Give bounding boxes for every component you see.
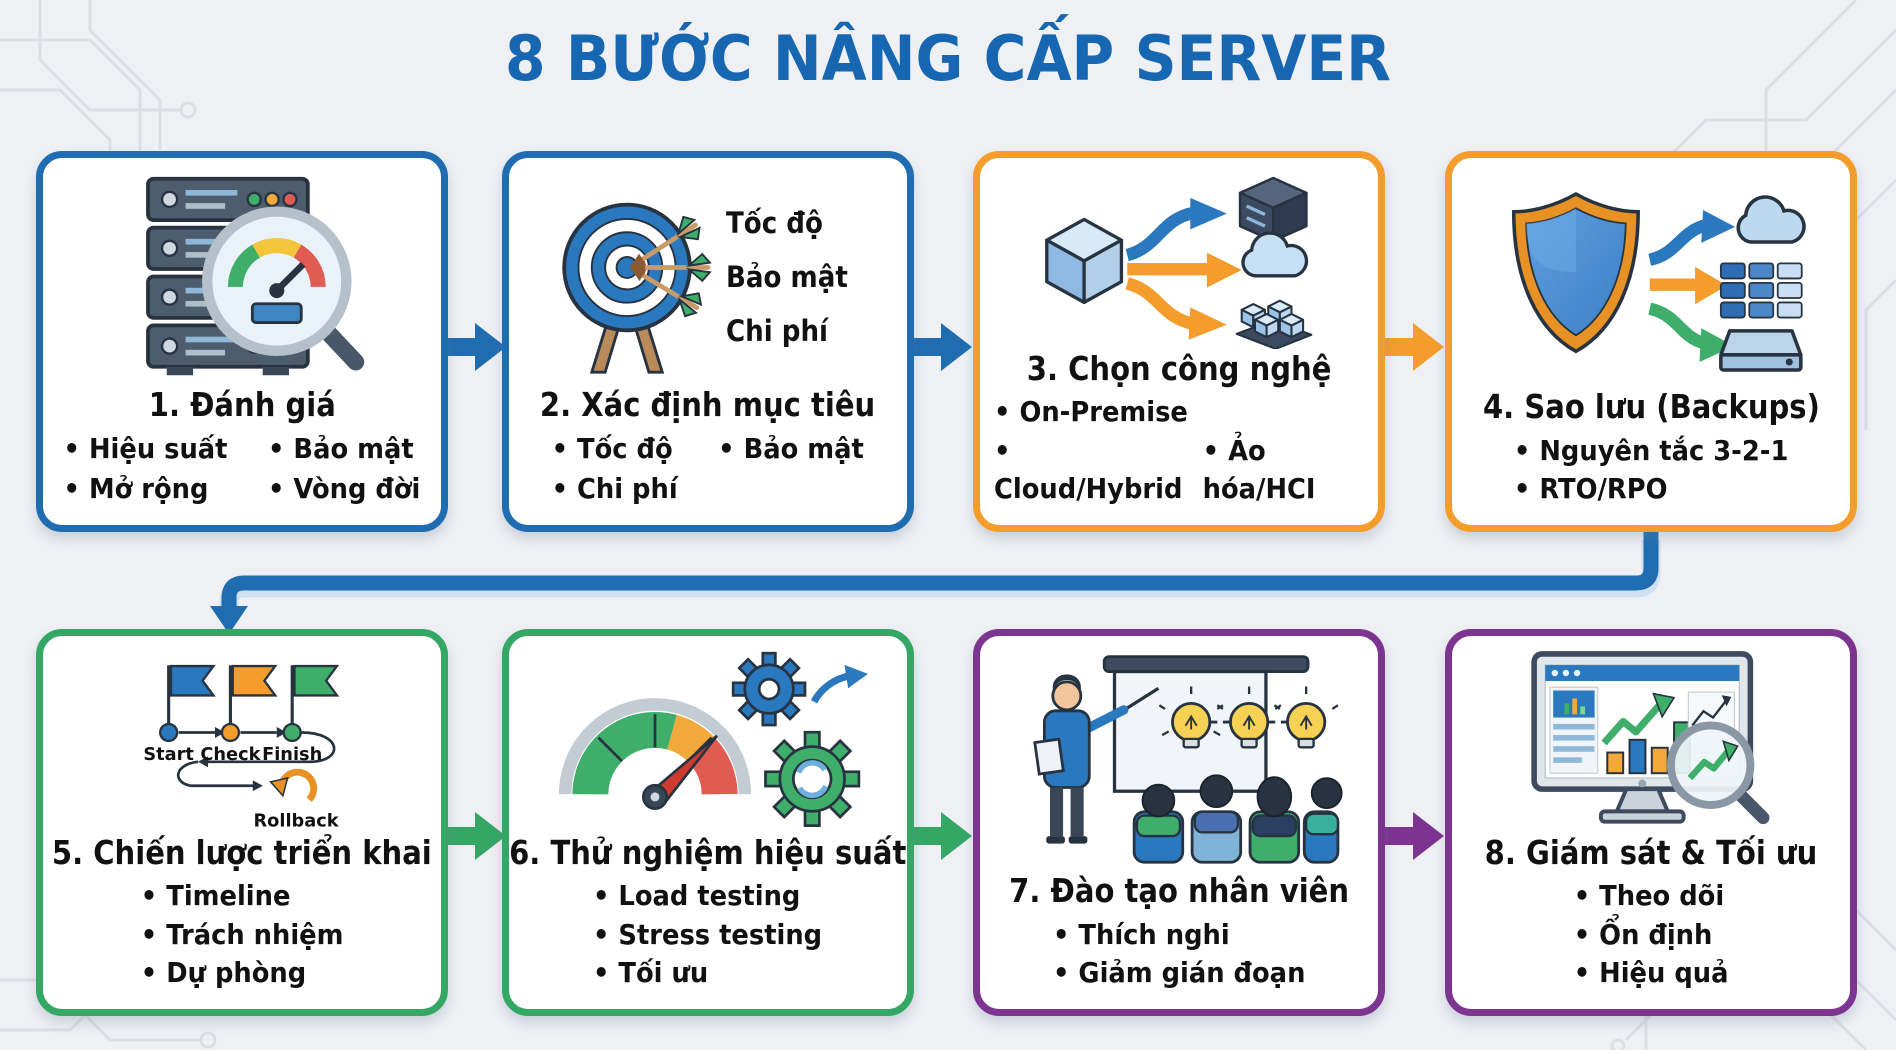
card-bullets: Nguyên tắc 3-2-1 RTO/RPO [1514,432,1788,509]
technology-branch-icon [986,168,1372,349]
card-bullets: Load testing Stress testing Tối ưu [593,877,823,993]
bullet-item: On-Premise [994,393,1187,432]
target-label: Bảo mật [725,259,848,294]
bullet-item: Vòng đời [268,470,420,509]
timeline-label-rollback: Rollback [254,812,340,832]
bullet-item: Trách nhiệm [141,916,343,955]
bullet-item: Bảo mật [268,430,420,469]
step-card-4: 4. Sao lưu (Backups) Nguyên tắc 3-2-1 RT… [1445,151,1857,532]
card-title: 1. Đánh giá [148,385,336,425]
bullet-item: RTO/RPO [1514,470,1667,509]
card-bullets: Theo dõi Ổn định Hiệu quả [1574,877,1728,993]
bullet-item: Theo dõi [1574,877,1724,916]
bullet-item: Giảm gián đoạn [1053,954,1305,993]
bullet-item: Tốc độ [552,430,678,469]
deployment-timeline-icon: Start Check Finish Rollback [49,646,435,833]
target-label: Tốc độ [725,205,823,240]
flow-arrow-7-8 [1382,812,1444,860]
monitor-optimize-icon [1458,646,1844,833]
step-card-7: 7. Đào tạo nhân viên Thích nghi Giảm giá… [973,629,1385,1016]
card-title: 4. Sao lưu (Backups) [1482,387,1820,427]
bullet-item: Timeline [141,877,290,916]
step-card-6: 6. Thử nghiệm hiệu suất Load testing Str… [502,629,914,1016]
bullet-item: Nguyên tắc 3-2-1 [1514,432,1788,471]
card-bullets: Tốc độ Bảo mật Chi phí [552,430,864,509]
card-bullets: Hiệu suất Bảo mật Mở rộng Vòng đời [64,430,420,509]
flow-arrow-6-7 [910,812,972,860]
page-title: 8 BƯỚC NÂNG CẤP SERVER [504,22,1392,95]
target-label: Chi phí [725,313,828,348]
backup-shield-icon [1458,168,1844,387]
bullet-item: Dự phòng [141,954,306,993]
card-title: 2. Xác định mục tiêu [540,385,876,425]
bullet-item: Ổn định [1574,916,1712,955]
bullet-item: Ảo hóa/HCI [1203,432,1342,509]
bullet-item: Chi phí [552,470,678,509]
card-title: 6. Thử nghiệm hiệu suất [509,832,907,872]
bullet-item: Tối ưu [593,954,709,993]
bullet-item: Bảo mật [718,430,864,469]
target-goals-icon: Tốc độ Bảo mật Chi phí [515,168,901,385]
bullet-item: Stress testing [593,916,823,955]
bullet-item: Thích nghi [1053,916,1229,955]
step-card-3: 3. Chọn công nghệ On-Premise Cloud/Hybri… [973,151,1385,532]
timeline-label-finish: Finish [262,745,322,765]
card-bullets: On-Premise Cloud/Hybrid Ảo hóa/HCI [994,393,1342,509]
bullet-item: Mở rộng [64,470,228,509]
bullet-item: Hiệu quả [1574,954,1728,993]
card-bullets: Timeline Trách nhiệm Dự phòng [141,877,343,993]
step-card-5: Start Check Finish Rollback 5. Chiến lượ… [36,629,448,1016]
flow-arrow-5-6 [444,812,506,860]
bullet-item: Cloud/Hybrid [994,432,1182,509]
flow-arrow-1-2 [444,323,506,371]
card-title: 7. Đào tạo nhân viên [1009,871,1349,911]
step-card-1: 1. Đánh giá Hiệu suất Bảo mật Mở rộng Vò… [36,151,448,532]
flow-arrow-3-4 [1382,323,1444,371]
bullet-item: Load testing [593,877,801,916]
step-card-8: 8. Giám sát & Tối ưu Theo dõi Ổn định Hi… [1445,629,1857,1016]
server-audit-icon [49,168,435,385]
flow-arrow-2-3 [910,323,972,371]
bullet-item: Hiệu suất [64,430,228,469]
performance-gauge-icon [515,646,901,833]
card-title: 5. Chiến lược triển khai [52,832,432,872]
timeline-label-start: Start [143,745,194,765]
step-card-2: Tốc độ Bảo mật Chi phí 2. Xác định mục t… [502,151,914,532]
card-title: 3. Chọn công nghệ [1026,348,1332,388]
staff-training-icon [986,646,1372,871]
card-title: 8. Giám sát & Tối ưu [1484,832,1818,872]
target-labels: Tốc độ Bảo mật Chi phí [726,206,848,348]
timeline-label-check: Check [200,745,261,765]
card-bullets: Thích nghi Giảm gián đoạn [1053,916,1305,993]
